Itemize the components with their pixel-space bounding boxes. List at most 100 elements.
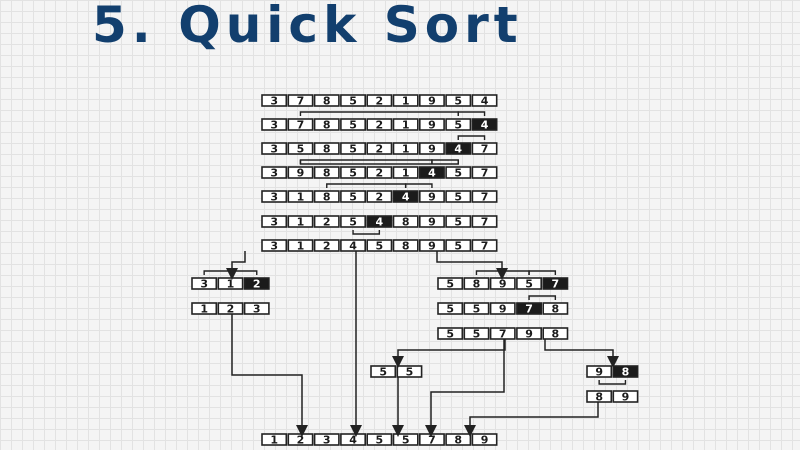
array-cell <box>287 142 314 155</box>
array-cell <box>471 94 498 107</box>
cell-value: 1 <box>402 95 410 108</box>
cell-value: 2 <box>323 216 331 229</box>
array-cell <box>366 215 393 228</box>
cell-value: 5 <box>297 143 305 156</box>
cell-value: 3 <box>253 303 261 316</box>
cell-value: 4 <box>454 143 462 156</box>
array-cell <box>489 327 516 340</box>
array-cell <box>261 142 288 155</box>
array-cell <box>516 277 543 290</box>
cell-value: 3 <box>270 143 278 156</box>
array-cell <box>392 166 419 179</box>
array-cell <box>418 94 445 107</box>
array-cell <box>586 390 613 403</box>
cell-value: 1 <box>402 143 410 156</box>
cell-value: 1 <box>297 216 305 229</box>
array-cell <box>392 433 419 446</box>
cell-value: 8 <box>454 434 462 447</box>
array-cell <box>191 277 218 290</box>
array-cell <box>366 433 393 446</box>
cell-value: 4 <box>428 167 436 180</box>
cell-value: 3 <box>270 216 278 229</box>
cell-value: 5 <box>525 278 533 291</box>
cell-value: 7 <box>499 328 507 341</box>
cell-value: 4 <box>481 95 489 108</box>
array-cell <box>445 118 472 131</box>
array-cell <box>340 239 366 252</box>
array-cell <box>191 302 218 315</box>
array-cell <box>261 166 288 179</box>
cell-value: 5 <box>376 434 384 447</box>
array-cell <box>471 142 498 155</box>
cell-value: 2 <box>376 143 384 156</box>
array-cell <box>370 365 397 378</box>
cell-value: 5 <box>402 434 410 447</box>
array-cell <box>445 433 472 446</box>
cell-value: 4 <box>349 434 357 447</box>
arrow-89-to-result <box>464 402 599 437</box>
cell-value: 9 <box>428 95 436 108</box>
array-cell <box>313 118 340 131</box>
cell-value: 7 <box>428 434 436 447</box>
array-cell <box>463 327 490 340</box>
cell-value: 9 <box>297 167 305 180</box>
cell-value: 3 <box>270 240 278 253</box>
cell-value: 2 <box>376 95 384 108</box>
cell-value: 5 <box>454 95 462 108</box>
array-cell <box>340 94 366 107</box>
cell-value: 5 <box>446 328 454 341</box>
array-cell <box>445 215 472 228</box>
cell-value: 9 <box>428 143 436 156</box>
cell-value: 5 <box>454 119 462 132</box>
cell-value: 5 <box>349 95 357 108</box>
arrow-to-sub-98 <box>544 339 619 368</box>
cell-value: 7 <box>481 143 489 156</box>
array-cell <box>437 277 464 290</box>
array-cell <box>542 277 569 290</box>
cell-value: 1 <box>297 191 305 204</box>
array-cell <box>366 239 393 252</box>
array-cell <box>243 277 270 290</box>
swap-bracket <box>299 111 459 116</box>
array-cell <box>471 118 498 131</box>
cell-value: 5 <box>349 191 357 204</box>
cell-value: 5 <box>446 278 454 291</box>
array-cell <box>612 390 639 403</box>
cell-value: 3 <box>270 191 278 204</box>
cell-value: 9 <box>499 278 507 291</box>
array-cell <box>366 94 393 107</box>
cell-value: 3 <box>323 434 331 447</box>
cell-value: 5 <box>473 328 481 341</box>
array-cell <box>516 327 543 340</box>
array-cell <box>392 94 419 107</box>
array-cell <box>366 166 393 179</box>
cell-value: 2 <box>297 434 305 447</box>
array-cell <box>340 142 366 155</box>
array-cell <box>261 190 288 203</box>
array-cell <box>418 142 445 155</box>
cell-value: 8 <box>323 143 331 156</box>
cell-value: 5 <box>454 167 462 180</box>
cell-value: 9 <box>622 391 630 404</box>
arrow-left-to-result <box>231 314 308 437</box>
array-cell <box>418 166 445 179</box>
array-cell <box>313 215 340 228</box>
array-cell <box>542 302 569 315</box>
array-cell <box>340 215 366 228</box>
array-cell <box>612 365 639 378</box>
array-cell <box>418 215 445 228</box>
cell-value: 9 <box>428 119 436 132</box>
swap-bracket <box>457 111 486 116</box>
cell-value: 8 <box>402 240 410 253</box>
cell-value: 1 <box>402 119 410 132</box>
array-cell <box>392 190 419 203</box>
